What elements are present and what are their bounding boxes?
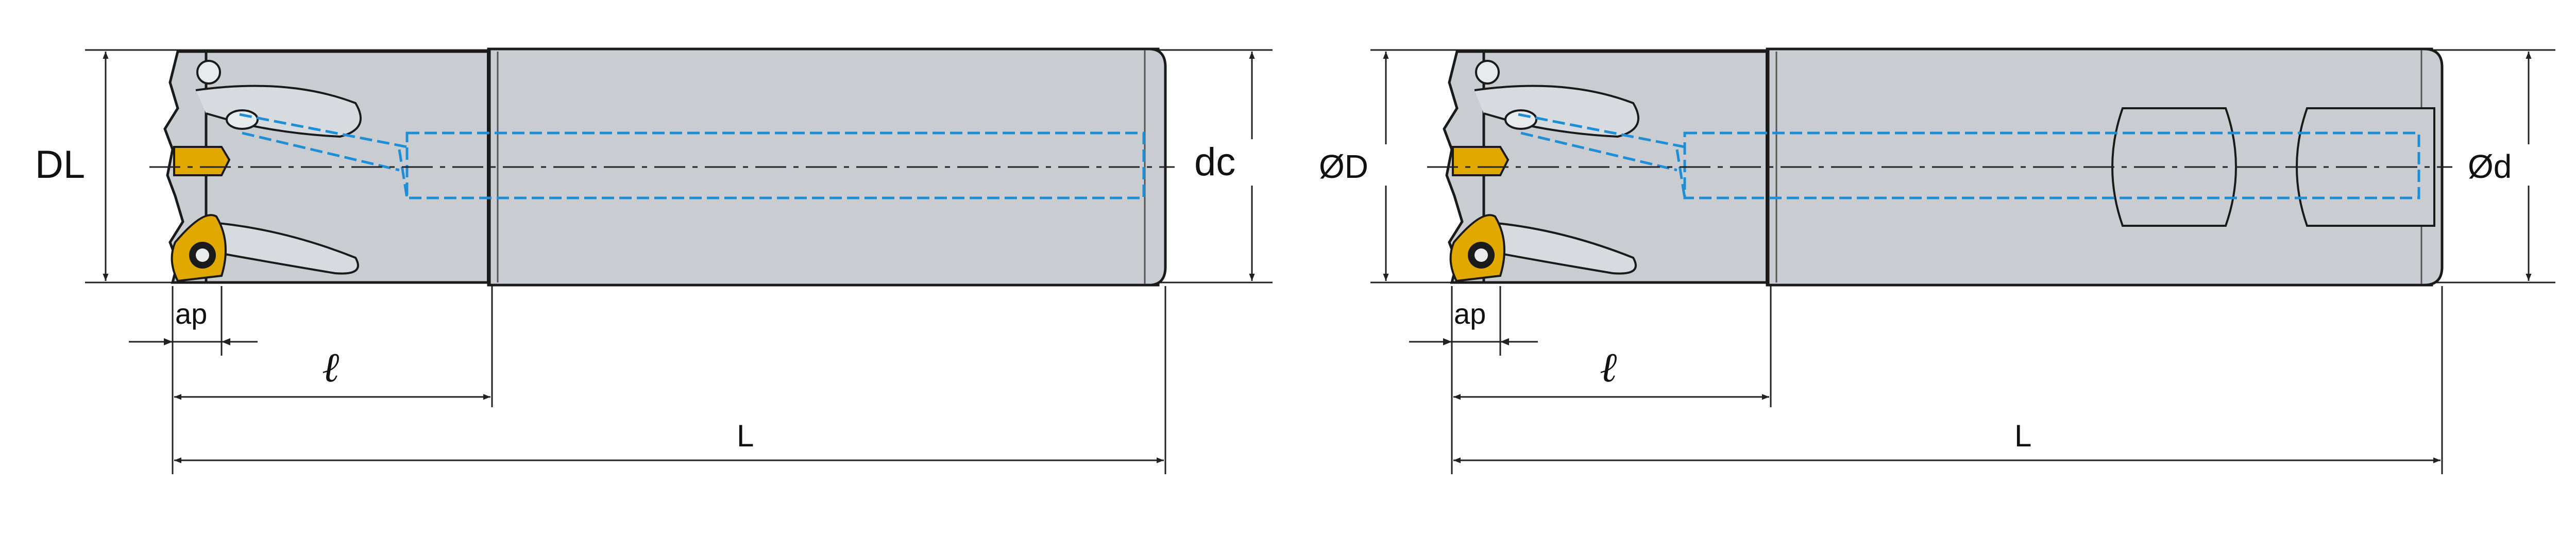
right-od-label: ØD <box>1319 148 1368 185</box>
right-shank-diameter-label: Ød <box>2468 148 2512 185</box>
right-flute-upper <box>1474 85 1639 138</box>
right-tool-view: ØD Ød ap ℓ L <box>1316 47 2555 474</box>
left-insert-top <box>173 146 231 176</box>
left-coolant-outlet <box>226 109 259 130</box>
left-flute-lower <box>200 221 359 275</box>
left-dc-label: dc <box>1194 140 1235 184</box>
right-ap-label: ap <box>1454 297 1486 330</box>
right-coolant-channel <box>1518 113 2420 199</box>
left-tool-view: DL dc ap ℓ L <box>35 47 1273 474</box>
right-coolant-outlet <box>1504 109 1537 130</box>
right-overall-length-label: L <box>2014 419 2031 453</box>
right-screw-hole <box>1475 60 1500 85</box>
left-dl-label: DL <box>35 143 85 187</box>
left-ap-label: ap <box>175 297 207 330</box>
left-overall-length-label: L <box>737 419 754 453</box>
left-screw-hole <box>196 60 221 85</box>
left-flute-length-label: ℓ <box>322 345 339 391</box>
left-coolant-channel <box>239 113 1145 199</box>
left-flute-upper <box>195 85 362 138</box>
right-flute-lower <box>1479 221 1637 275</box>
right-insert-top <box>1452 146 1510 176</box>
right-flute-length-label: ℓ <box>1600 345 1617 391</box>
